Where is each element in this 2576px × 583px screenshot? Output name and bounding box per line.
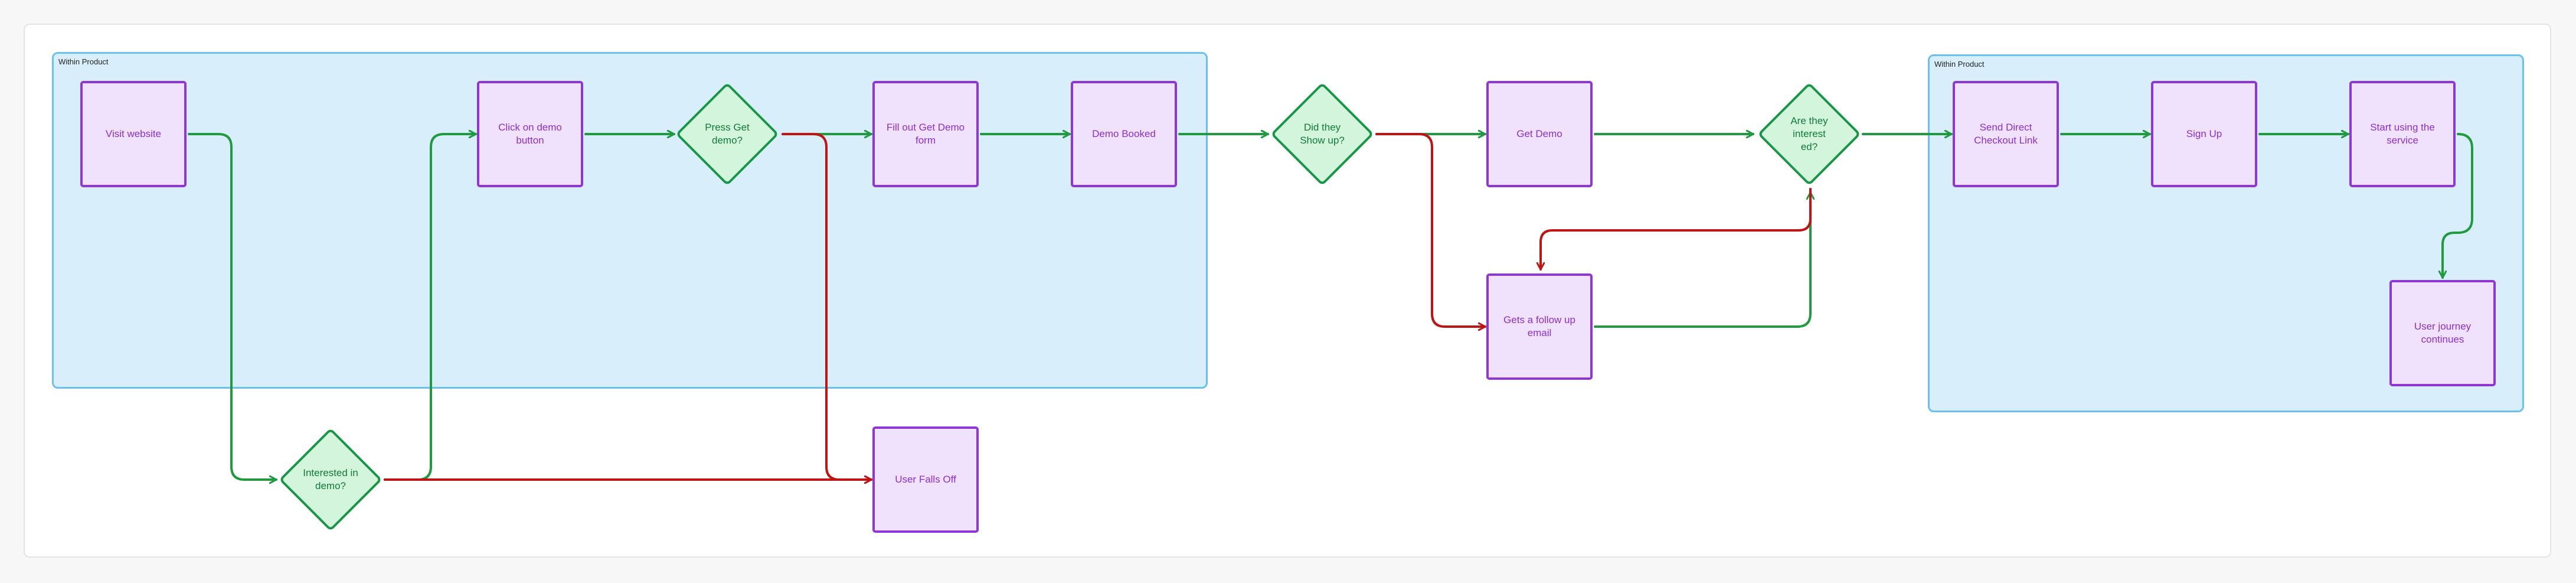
- connector-followup-to-interested: [1594, 191, 1810, 328]
- node-sign-up[interactable]: Sign Up: [2151, 81, 2257, 187]
- connector-interested-no-to-followup: [1541, 188, 1812, 271]
- decision-interested-in-demo[interactable]: Interested in demo?: [277, 426, 384, 533]
- section-within-product-left[interactable]: Within Product: [52, 52, 1208, 389]
- connector-press-no-to-falloff: [782, 133, 872, 480]
- decision-are-they-interested[interactable]: Are they interest ed?: [1756, 81, 1862, 187]
- node-send-checkout-link[interactable]: Send Direct Checkout Link: [1953, 81, 2059, 187]
- node-get-demo[interactable]: Get Demo: [1486, 81, 1593, 187]
- connector-visit-to-interested: [188, 133, 277, 480]
- decision-did-they-show-up[interactable]: Did they Show up?: [1269, 81, 1375, 187]
- connector-interested-to-click: [384, 134, 477, 481]
- node-click-demo-button[interactable]: Click on demo button: [477, 81, 583, 187]
- node-visit-website[interactable]: Visit website: [80, 81, 187, 187]
- decision-label: Are they interest ed?: [1790, 115, 1828, 152]
- decision-press-get-demo[interactable]: Press Get demo?: [674, 81, 780, 187]
- node-start-using-service[interactable]: Start using the service: [2349, 81, 2456, 187]
- connector-showup-no-to-followup: [1375, 133, 1486, 327]
- node-user-falls-off[interactable]: User Falls Off: [872, 426, 979, 533]
- connector-start-to-continues: [2443, 133, 2473, 279]
- node-demo-booked[interactable]: Demo Booked: [1071, 81, 1177, 187]
- section-label: Within Product: [1934, 60, 1985, 69]
- decision-label: Did they Show up?: [1300, 122, 1345, 146]
- decision-label: Interested in demo?: [303, 467, 358, 491]
- node-user-journey-continues[interactable]: User journey continues: [2389, 280, 2496, 386]
- node-fill-out-form[interactable]: Fill out Get Demo form: [872, 81, 979, 187]
- decision-label: Press Get demo?: [705, 122, 750, 146]
- section-label: Within Product: [58, 57, 109, 66]
- node-follow-up-email[interactable]: Gets a follow up email: [1486, 273, 1593, 380]
